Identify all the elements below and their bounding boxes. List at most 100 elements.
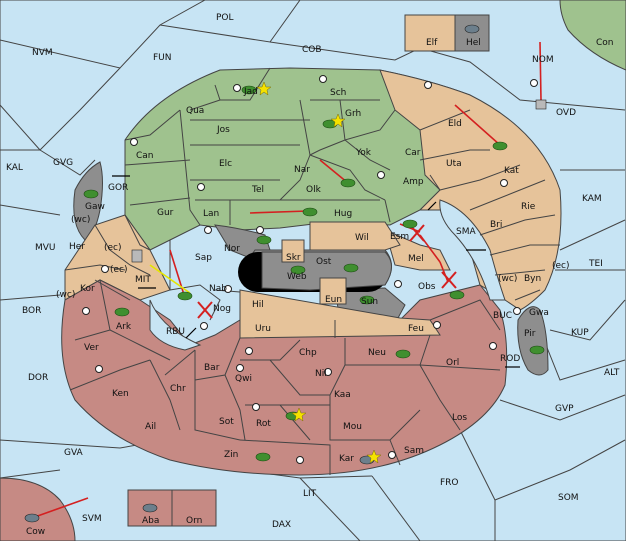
unit-army[interactable] [492, 141, 508, 151]
label-ark: Ark [116, 322, 132, 332]
label-jad: Jad [243, 87, 258, 97]
label-hel: Hel [466, 38, 481, 48]
label-rie: Rie [521, 202, 536, 212]
label-byn: Byn [524, 274, 541, 284]
unit-army[interactable] [449, 290, 465, 300]
unit-fleet[interactable] [24, 513, 40, 523]
territory-wil[interactable] [309, 221, 401, 251]
label-nor: Nor [224, 244, 240, 254]
territory-con[interactable] [559, 0, 626, 71]
unit-fleet[interactable] [131, 249, 143, 263]
unit-army[interactable] [177, 291, 193, 301]
label-her: Her [69, 242, 85, 252]
unit-fleet[interactable] [142, 503, 158, 513]
unit-army[interactable] [395, 349, 411, 359]
territory-mel[interactable] [384, 229, 451, 271]
label-uru: Uru [255, 324, 271, 334]
unit-army[interactable] [340, 178, 356, 188]
sea-label-rod: ROD [500, 354, 520, 364]
label-olk: Olk [306, 185, 322, 195]
sea-label-mvu: MVU [35, 243, 56, 253]
label-elf: Elf [426, 38, 438, 48]
label-con: Con [596, 38, 614, 48]
territory-pir[interactable] [517, 306, 549, 376]
label-nil: Nil [315, 369, 327, 379]
label-chp: Chp [299, 348, 317, 358]
sea-label-cob: COB [302, 45, 322, 55]
territory-cow[interactable] [0, 477, 76, 541]
supply-centers [82, 75, 538, 464]
label-kor: Kor [80, 284, 95, 294]
label-can: Can [136, 151, 154, 161]
label-car: Car [405, 148, 421, 158]
sea-label-nom: NOM [532, 55, 554, 65]
sea-label-fun: FUN [153, 53, 172, 63]
unit-army[interactable] [302, 207, 318, 217]
label-orn: Orn [186, 516, 202, 526]
label-hil: Hil [252, 300, 264, 310]
label-aba: Aba [142, 516, 159, 526]
unit-army[interactable] [343, 263, 359, 273]
label-orl: Orl [446, 358, 459, 368]
label-sot: Sot [219, 417, 234, 427]
unit-army[interactable] [359, 295, 375, 305]
sea-label-som: SOM [558, 493, 579, 503]
label-yok: Yok [355, 148, 372, 158]
territory-skr[interactable] [281, 239, 305, 263]
unit-army[interactable] [256, 235, 272, 245]
unit-fleet[interactable] [535, 99, 547, 110]
coast-note-her-ec: (ec) [104, 243, 122, 253]
sea-label-kal: KAL [6, 163, 23, 173]
coast-note-byn-ec: (ec) [552, 261, 570, 271]
label-nar: Nar [294, 165, 310, 175]
unit-army[interactable] [241, 85, 257, 95]
label-sap: Sap [195, 253, 212, 263]
unit-army[interactable] [290, 265, 306, 275]
label-grh: Grh [345, 109, 361, 119]
order-arrow [454, 104, 501, 146]
territory-gaw[interactable] [73, 161, 103, 241]
coast-arrows [112, 175, 520, 368]
sea-label-mit: MIT [135, 275, 151, 285]
label-ver: Ver [84, 343, 99, 353]
unit-army[interactable] [529, 345, 545, 355]
territory-orn[interactable] [171, 489, 217, 527]
territory-elf[interactable] [404, 14, 456, 52]
label-skr: Skr [286, 253, 301, 263]
label-esm: Esm [390, 232, 409, 242]
sea-label-gvg: GVG [53, 158, 73, 168]
label-mel: Mel [408, 254, 424, 264]
label-qwi: Qwi [235, 374, 252, 384]
sea-label-pol: POL [216, 13, 234, 23]
star-markers [256, 81, 382, 464]
sea-label-gor: GOR [108, 183, 128, 193]
sea-label-tei: TEI [588, 259, 603, 269]
coast-note-kor-ec: (ec) [110, 265, 128, 275]
sea-label-nvm: NVM [32, 48, 53, 58]
territory-labels: Elf Hel Con Jad Sch Qua Jos Grh Eld Can … [26, 38, 614, 537]
label-hug: Hug [334, 209, 352, 219]
label-elc: Elc [219, 159, 232, 169]
unit-army[interactable] [255, 452, 271, 462]
label-pir: Pir [524, 329, 536, 339]
sea-label-kam: KAM [582, 194, 602, 204]
label-wil: Wil [355, 233, 369, 243]
label-ken: Ken [112, 389, 129, 399]
units [24, 24, 547, 523]
coast-note-kor-wc: (wc) [56, 290, 75, 300]
sea-label-bor: BOR [22, 306, 41, 316]
label-eun: Eun [325, 295, 342, 305]
sea-label-fro: FRO [440, 478, 459, 488]
label-gwa: Gwa [529, 308, 549, 318]
unit-army[interactable] [83, 189, 99, 199]
order-arrow [169, 249, 186, 299]
territory-eun[interactable] [319, 277, 347, 305]
sea-label-lit: LIT [303, 489, 317, 499]
label-eld: Eld [448, 119, 462, 129]
label-rot: Rot [256, 419, 271, 429]
unit-army[interactable] [402, 219, 418, 229]
unit-army[interactable] [114, 307, 130, 317]
sea-label-alt: ALT [604, 368, 620, 378]
unit-fleet[interactable] [464, 24, 480, 34]
